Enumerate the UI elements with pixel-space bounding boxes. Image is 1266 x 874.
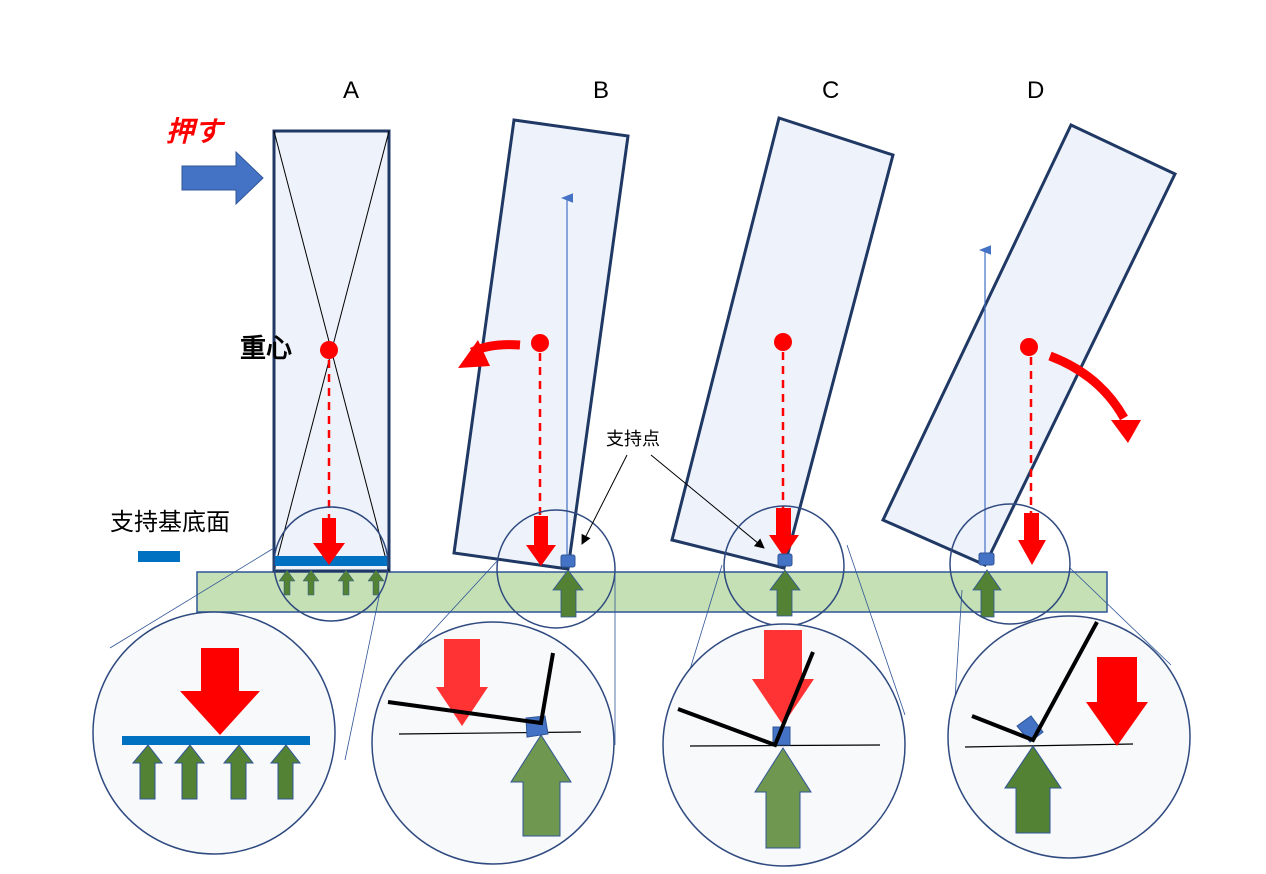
block-corner-outline [677, 651, 815, 748]
reaction-arrow-icon [222, 744, 255, 800]
gravity-arrow-icon [313, 518, 345, 565]
base-of-support-legend-swatch [138, 551, 180, 562]
reaction-arrows [278, 569, 385, 596]
gravity-arrow-icon [436, 639, 488, 726]
center-of-gravity-dot [320, 341, 338, 359]
block-corner-outline [387, 652, 555, 726]
center-of-gravity-dot [531, 334, 549, 352]
reaction-arrow-icon [1004, 745, 1062, 834]
focus-circle-d [949, 503, 1071, 625]
ground-surface [196, 571, 1108, 613]
panel-d [880, 123, 1191, 859]
panel-label-d: D [1027, 77, 1044, 104]
gravity-arrow-icon [180, 648, 260, 735]
panel-label-a: A [343, 77, 359, 104]
reaction-arrow-icon [754, 747, 812, 849]
focus-circle-b [496, 509, 616, 629]
rotation-arrow-body [1048, 351, 1128, 421]
zoom-guide-line [344, 591, 381, 761]
gravity-arrow-icon [526, 516, 556, 566]
focus-circle-a [273, 506, 389, 622]
reaction-arrow-icon [367, 569, 385, 596]
center-of-gravity-dot [1020, 338, 1038, 356]
reaction-arrow-icon [337, 569, 355, 596]
panel-label-b: B [593, 77, 609, 104]
ground-line [964, 743, 1134, 748]
center-of-gravity-label: 重心 [240, 334, 292, 364]
rotation-arrow-icon [1111, 420, 1141, 443]
reaction-arrow-icon [131, 744, 164, 800]
support-point-marker [560, 554, 576, 568]
gravity-arrow-icon [1018, 513, 1046, 565]
panel-c: 支持点 [581, 116, 906, 867]
panel-label-c: C [822, 77, 839, 104]
panel-b [371, 118, 630, 865]
base-of-support-zoom-a [122, 736, 310, 745]
gravity-arrow-icon [1086, 657, 1148, 746]
zoom-guide-line [109, 547, 275, 649]
gravity-arrow-icon [752, 630, 814, 725]
push-arrow-icon [181, 150, 264, 206]
support-point-pointer-b [581, 454, 628, 545]
center-of-gravity-dot [774, 333, 792, 351]
zoom-guide-line [846, 544, 906, 716]
support-point-marker [525, 715, 549, 738]
reaction-arrow-icon [552, 569, 584, 618]
reaction-arrow-icon [769, 569, 801, 617]
block-corner-outline [971, 621, 1099, 743]
push-label: 押す [166, 115, 226, 148]
support-point-label: 支持点 [606, 429, 660, 450]
reaction-arrow-icon [278, 569, 296, 596]
reaction-arrow-icon [269, 744, 302, 800]
panel-a: 重心 [92, 129, 391, 855]
ground-line [398, 731, 582, 735]
reaction-arrow-icon [173, 744, 206, 800]
zoom-guide-line [1069, 567, 1172, 666]
zoom-circle-b [371, 621, 615, 865]
reaction-arrow-icon [972, 569, 1002, 618]
support-point-marker [978, 552, 995, 566]
gravity-arrow-icon [769, 508, 799, 557]
rotation-arrow-icon [458, 340, 490, 368]
reaction-arrow-icon [510, 734, 572, 837]
support-point-pointer-c [650, 454, 765, 549]
base-of-support-label: 支持基底面 [110, 508, 230, 536]
zoom-circle-d [947, 615, 1191, 859]
reaction-arrow-icon [302, 569, 320, 596]
support-point-marker [777, 553, 793, 567]
